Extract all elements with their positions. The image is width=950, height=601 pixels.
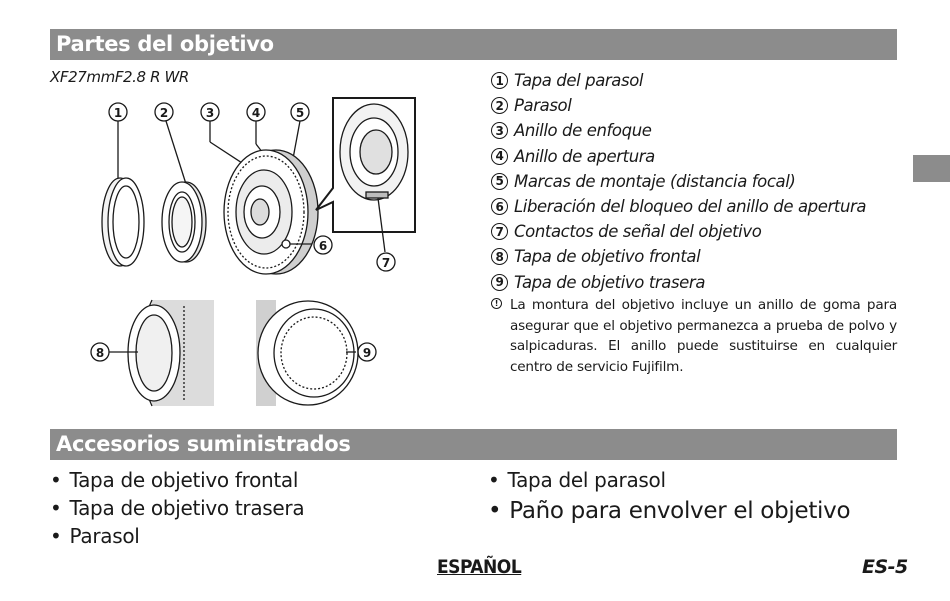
number-badge: 4: [491, 147, 508, 165]
front-cap-drawing: [127, 299, 214, 407]
svg-text:2: 2: [160, 106, 168, 120]
part-label: Anillo de apertura: [514, 146, 655, 166]
caution-text: La montura del objetivo incluye un anill…: [510, 297, 897, 375]
caution-icon: !: [491, 298, 502, 309]
rear-cap-drawing: [256, 300, 359, 406]
lens-model: XF27mmF2.8 R WR: [50, 68, 189, 86]
part-label: Liberación del bloqueo del anillo de ape…: [514, 197, 867, 217]
part-label: Marcas de montaje (distancia focal): [514, 171, 796, 191]
list-item: Tapa del parasol: [488, 466, 850, 494]
caution-note: ! La montura del objetivo incluye un ani…: [491, 295, 897, 377]
page-number: ES-5: [862, 556, 908, 578]
list-item: Paño para envolver el objetivo: [488, 494, 850, 528]
number-badge: 2: [491, 97, 508, 115]
footer-language: ESPAÑOL: [437, 556, 522, 578]
section-header-accessories: Accesorios suministrados: [50, 429, 897, 460]
list-item: 7 Contactos de señal del objetivo: [491, 219, 866, 244]
number-badge: 9: [491, 273, 508, 291]
chapter-tab: [913, 155, 950, 182]
list-item: 8 Tapa de objetivo frontal: [491, 244, 866, 269]
part-label: Tapa del parasol: [514, 71, 644, 91]
svg-text:9: 9: [363, 346, 371, 360]
part-label: Tapa de objetivo frontal: [514, 247, 701, 267]
callout-7: 7: [376, 252, 396, 272]
callout-8: 8: [90, 342, 138, 362]
number-badge: 8: [491, 248, 508, 266]
part-label: Tapa de objetivo trasera: [514, 272, 706, 292]
part-label: Contactos de señal del objetivo: [514, 222, 762, 242]
hood-cap-drawing: [101, 177, 145, 267]
svg-text:5: 5: [296, 106, 304, 120]
list-item: 4 Anillo de apertura: [491, 144, 866, 169]
svg-text:8: 8: [96, 346, 104, 360]
list-item: Tapa de objetivo trasera: [50, 494, 305, 522]
list-item: 9 Tapa de objetivo trasera: [491, 270, 866, 295]
number-badge: 7: [491, 223, 508, 241]
part-label: Anillo de enfoque: [514, 121, 652, 141]
accessories-list-right: Tapa del parasol Paño para envolver el o…: [488, 466, 851, 528]
number-badge: 6: [491, 198, 508, 216]
list-item: 5 Marcas de montaje (distancia focal): [491, 169, 866, 194]
callout-2: 2: [154, 102, 187, 185]
number-badge: 5: [491, 172, 508, 190]
hood-drawing: [161, 181, 207, 263]
list-item: 6 Liberación del bloqueo del anillo de ap…: [491, 194, 867, 219]
part-label: Parasol: [514, 96, 572, 116]
callout-1: 1: [108, 102, 128, 178]
list-item: 2 Parasol: [491, 93, 866, 118]
section-header-lens-parts: Partes del objetivo: [50, 29, 897, 60]
parts-list: 1 Tapa del parasol 2 Parasol 3 Anillo de en…: [491, 68, 867, 295]
lens-body-drawing: [223, 149, 319, 275]
lens-parts-illustration: 1 2 3 4 5: [90, 97, 416, 407]
svg-text:7: 7: [382, 256, 390, 270]
accessories-list-left: Tapa de objetivo frontal Tapa de objetiv…: [50, 466, 305, 550]
number-badge: 1: [491, 72, 508, 90]
callout-9: 9: [346, 342, 377, 362]
svg-text:6: 6: [319, 239, 327, 253]
mount-inset-drawing: [315, 97, 416, 253]
svg-text:4: 4: [252, 106, 260, 120]
number-badge: 3: [491, 122, 508, 140]
callout-6: 6: [290, 235, 333, 255]
svg-text:1: 1: [114, 106, 122, 120]
list-item: 1 Tapa del parasol: [491, 68, 866, 93]
svg-text:3: 3: [206, 106, 214, 120]
list-item: Parasol: [50, 522, 304, 550]
list-item: Tapa de objetivo frontal: [50, 466, 304, 494]
list-item: 3 Anillo de enfoque: [491, 118, 866, 143]
